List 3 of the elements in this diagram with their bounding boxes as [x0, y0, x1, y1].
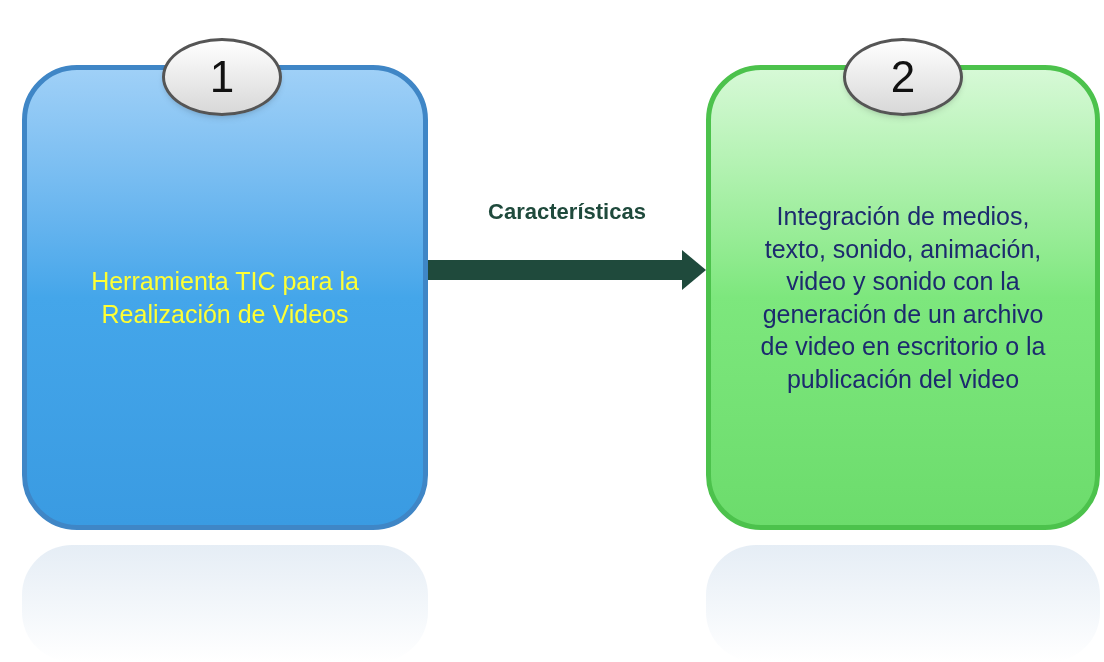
number-badge: 1: [162, 38, 282, 116]
arrow: [428, 250, 706, 290]
number-badge: 2: [843, 38, 963, 116]
